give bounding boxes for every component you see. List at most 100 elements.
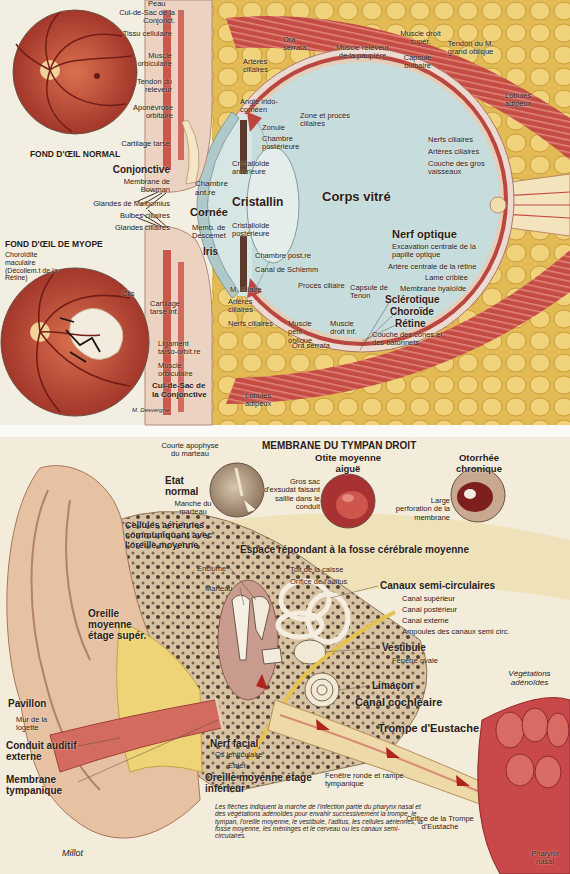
part-label: Cristalloïde postérieure bbox=[232, 222, 294, 239]
part-label: Chambre ant.re bbox=[195, 180, 233, 198]
part-label: Membrane de Bowman bbox=[115, 178, 170, 195]
part-label: Artère centrale de la rétine bbox=[388, 263, 498, 271]
part-label: Glandes ciliaires bbox=[60, 224, 170, 232]
part-label: Nerfs ciliaires bbox=[228, 320, 273, 328]
part-label: Muscle releveur de la paupière bbox=[335, 44, 390, 61]
inset-heading: Otorrhée chronique bbox=[440, 453, 518, 474]
part-label: Cellules aériennes communiquant avec l'o… bbox=[125, 520, 235, 550]
inset-border bbox=[321, 474, 375, 528]
part-label: Pavillon bbox=[8, 698, 46, 709]
part-label: Courte apophyse du marteau bbox=[160, 442, 220, 459]
part-label: Lobules adipeux bbox=[245, 392, 295, 409]
part-label: Glandes de Meibomius bbox=[60, 200, 170, 208]
inset-border bbox=[13, 10, 137, 134]
part-label: Cul-de-Sac de la Conjonct. bbox=[115, 9, 175, 26]
part-label: Gros sac d'exsudat faisant saillie dans … bbox=[258, 478, 320, 512]
part-label: Oreille moyenne étage supér. bbox=[88, 608, 160, 642]
part-label: Chambre postérieure bbox=[262, 135, 312, 152]
part-label: Artères ciliaires bbox=[428, 148, 479, 156]
part-label: Couche des cônes et des bâtonnets bbox=[372, 331, 452, 348]
part-label: Trompe d'Eustache bbox=[378, 722, 479, 734]
part-label: Canal externe bbox=[402, 617, 449, 625]
part-label: Nerf optique bbox=[392, 228, 457, 240]
part-label: Mur de la logette bbox=[16, 716, 66, 733]
part-label: Millot bbox=[62, 848, 83, 858]
part-label: Canal cochléaire bbox=[355, 696, 442, 708]
part-label: Iris bbox=[203, 246, 218, 257]
part-label: Bulbes ciliaires bbox=[60, 212, 170, 220]
part-label: Fenêtre ronde et rampe tympanique bbox=[325, 772, 405, 789]
inset-circle: Otorrhée chronique bbox=[440, 453, 518, 525]
part-label: Cristalloïde antérieure bbox=[232, 160, 292, 177]
inset-circle: FOND D'ŒIL DE MYOPEChoroïdite maculaire … bbox=[0, 240, 152, 418]
part-label: Pharynx nasal bbox=[525, 850, 565, 867]
inset-border bbox=[210, 463, 264, 517]
part-label: Corps vitré bbox=[322, 190, 391, 205]
part-label: Angle irido-cornéen bbox=[240, 98, 290, 115]
part-label: Couche des gros vaisseaux bbox=[428, 160, 496, 177]
part-label: MEMBRANE DU TYMPAN DROIT bbox=[262, 440, 416, 451]
part-label: Canal supérieur bbox=[402, 595, 455, 603]
part-label: Os lenticulaire bbox=[215, 751, 263, 759]
caption-text: Les flèches indiquent la marche de l'inf… bbox=[215, 803, 427, 839]
part-label: Ora serrata bbox=[283, 36, 318, 53]
part-label: Tendon du M. grand oblique bbox=[443, 40, 498, 57]
inset-heading: Otite moyenne aiguë bbox=[308, 453, 388, 474]
part-label: Muscle orbiculaire bbox=[120, 52, 172, 69]
part-label: Espace répondant à la fosse cérébrale mo… bbox=[240, 544, 469, 555]
part-label: Cartilage tarse inf. bbox=[150, 300, 190, 317]
part-label: Oreille moyenne étage inférieur bbox=[205, 772, 320, 794]
part-label: Marteau bbox=[205, 585, 233, 593]
part-label: Cils bbox=[122, 290, 135, 298]
inset-note: Choroïdite maculaire (Décollem.t de la R… bbox=[5, 251, 67, 282]
part-label: Limaçon bbox=[372, 680, 413, 691]
inset-border bbox=[1, 268, 149, 416]
part-label: Canaux semi-circulaires bbox=[380, 580, 495, 591]
part-label: Aponévrose orbitaire bbox=[118, 104, 173, 121]
part-label: Toit de la caisse bbox=[290, 566, 343, 574]
part-label: Zonule bbox=[262, 124, 285, 132]
part-label: Végétations adénoïdes bbox=[497, 670, 562, 688]
part-label: Muscle droit inf. bbox=[330, 320, 362, 337]
part-label: Muscle orbiculaire bbox=[158, 362, 206, 379]
part-label: Canal de Schlemm bbox=[255, 266, 318, 274]
part-label: Ora serrata bbox=[292, 342, 330, 350]
inset-heading: FOND D'ŒIL NORMAL bbox=[5, 150, 145, 160]
inset-circle: Otite moyenne aiguë bbox=[308, 453, 388, 531]
part-label: Membrane tympanique bbox=[6, 774, 86, 796]
part-label: Etrier bbox=[228, 762, 246, 770]
part-label: Cul-de-Sac de la Conjonctive bbox=[152, 382, 212, 400]
part-label: M. Desvergne bbox=[132, 407, 169, 414]
part-label: Sclérotique bbox=[385, 294, 439, 305]
part-label: Fenêtre ovale bbox=[392, 657, 438, 665]
part-label: Orifice de l'aditus bbox=[290, 578, 347, 586]
part-label: Cartilage tarse bbox=[120, 140, 170, 148]
part-label: Nerf facial bbox=[210, 738, 258, 749]
part-label: Lobules adipeux bbox=[505, 92, 550, 109]
inset-heading: Etat normal bbox=[165, 475, 207, 497]
part-label: Lame criblée bbox=[425, 274, 468, 282]
part-label: Conjonctive bbox=[95, 164, 170, 175]
part-label: Cristallin bbox=[232, 196, 283, 209]
part-label: Zone et procès ciliaires bbox=[300, 112, 365, 129]
part-label: Enclume bbox=[197, 565, 226, 573]
part-label: Chambre post.re bbox=[255, 252, 311, 260]
part-label: M. ciliaire bbox=[230, 286, 262, 294]
part-label: Ampoules des canaux semi circ. bbox=[402, 628, 510, 636]
part-label: Capsule de Tenon bbox=[350, 284, 388, 301]
part-label: Muscle droit supér. bbox=[398, 30, 443, 47]
inset-heading: FOND D'ŒIL DE MYOPE bbox=[5, 240, 103, 250]
part-label: Membrane hyaloïde bbox=[400, 285, 466, 293]
part-label: Vestibule bbox=[382, 642, 426, 653]
part-label: Artères ciliaires bbox=[228, 298, 268, 315]
part-label: Tendon du releveur bbox=[120, 78, 172, 95]
part-label: Memb. de Descemet bbox=[192, 224, 232, 241]
part-label: Manche du marteau bbox=[172, 500, 214, 517]
part-label: Ligament tarso-orbit.re bbox=[158, 340, 206, 357]
part-label: Canal postérieur bbox=[402, 606, 457, 614]
inset-border bbox=[451, 468, 505, 522]
part-label: Large perforation de la membrane bbox=[395, 497, 450, 522]
part-label: Choroïde bbox=[390, 306, 434, 317]
